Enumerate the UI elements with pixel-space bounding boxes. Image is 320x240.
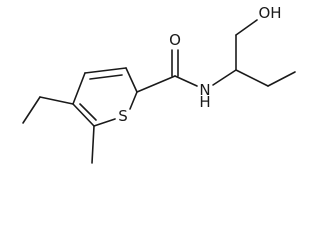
atom-label-nitrogen-hydrogen: H	[199, 93, 210, 111]
atom-label-carbonyl-oxygen: O	[169, 31, 181, 49]
bond-c3-c4	[84, 67, 127, 74]
bond-c3-c2	[72, 72, 86, 105]
bond-s-c5	[129, 91, 138, 110]
bond-c5-c4	[125, 67, 138, 93]
bond-ch2-ch3-n	[267, 71, 296, 87]
bond-ring-ch2	[39, 96, 74, 105]
bond-ch-ch2	[235, 69, 269, 87]
bond-n-ch	[212, 69, 237, 86]
thiophene-ring	[72, 67, 138, 127]
bond-methyl	[91, 125, 95, 164]
ethyl-group-ring	[22, 96, 74, 124]
atom-label-nitrogen: N	[199, 81, 210, 99]
chemical-structure: O N H S OH	[22, 4, 296, 164]
bond-c2-c1-inner	[79, 103, 97, 121]
atom-label-hydroxyl: OH	[258, 4, 281, 22]
bond-ring-carbonyl	[136, 75, 176, 93]
bond-carbonyl-n	[174, 75, 198, 87]
n-substituent	[212, 19, 296, 87]
amide-group	[136, 49, 198, 93]
bond-ch2-o	[235, 19, 258, 36]
bond-c3-c4-inner	[89, 74, 123, 80]
bond-ch2-ch3	[22, 96, 41, 124]
bond-c1-s	[93, 118, 116, 127]
atom-label-sulfur: S	[118, 107, 128, 125]
bond-c2-c1	[72, 103, 95, 127]
